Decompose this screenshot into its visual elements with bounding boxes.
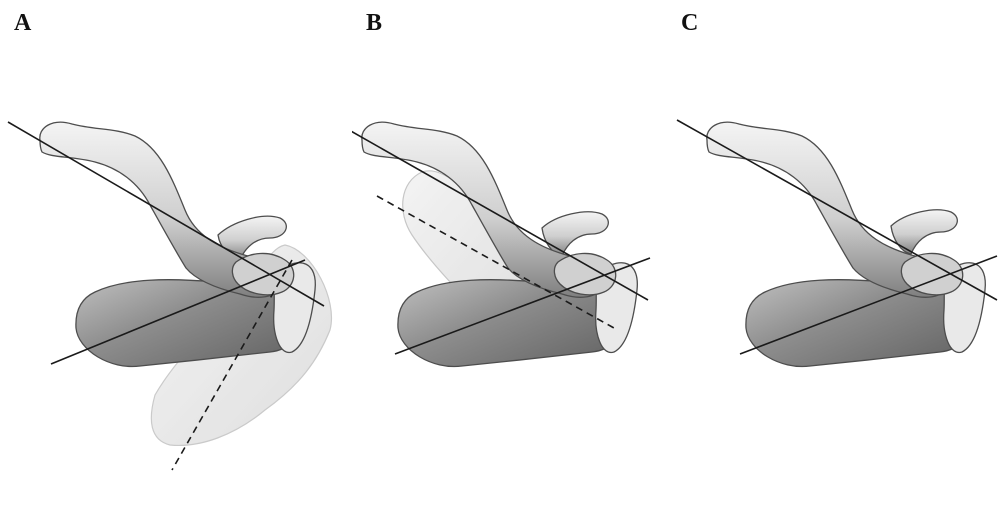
- scapular-spine-axis: [50, 259, 306, 365]
- shoulder-illustration: [352, 121, 651, 368]
- panel-c: C: [667, 0, 1000, 508]
- panel-label: C: [681, 10, 699, 36]
- coracoid: [890, 209, 958, 255]
- acromion: [553, 252, 617, 296]
- clavicle-axis: [676, 119, 998, 301]
- clavicle-axis: [352, 130, 649, 301]
- ghost-axis: [171, 259, 293, 471]
- shoulder-illustration: [7, 121, 332, 471]
- shoulder-illustration: [676, 119, 998, 368]
- panel-label: B: [366, 10, 383, 36]
- panel-a: A: [0, 0, 333, 508]
- coracoid: [541, 211, 609, 257]
- panel-label: A: [14, 10, 32, 36]
- ghost-axis: [376, 195, 615, 329]
- scapular-spine-axis: [394, 257, 651, 355]
- clavicle-axis: [7, 121, 325, 307]
- scapular-spine-axis: [739, 255, 998, 355]
- acromion: [900, 252, 964, 296]
- panel-b: B: [352, 0, 685, 508]
